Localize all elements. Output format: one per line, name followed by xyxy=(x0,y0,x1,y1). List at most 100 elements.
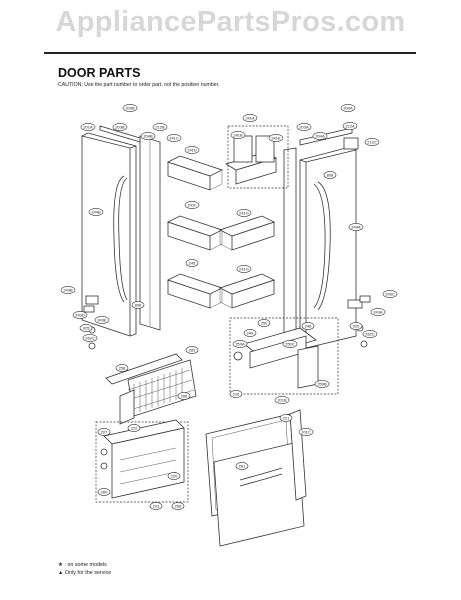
svg-text:261: 261 xyxy=(239,463,246,468)
svg-text:201B: 201B xyxy=(277,397,287,402)
caution-note: CAUTION: Use the part number to order pa… xyxy=(58,82,220,88)
ice-tray-assembly xyxy=(233,327,319,389)
legend-notes: ★ : on some models ▲ Only for the servic… xyxy=(58,561,111,577)
svg-text:258: 258 xyxy=(119,365,126,370)
callout-250b: 250B xyxy=(314,380,330,388)
ice-tray-assembly-box xyxy=(229,317,339,395)
svg-text:268: 268 xyxy=(175,503,182,508)
callout-241d: 241D xyxy=(184,146,200,154)
callout-243a: 243A xyxy=(370,308,386,316)
callout-206: 206 xyxy=(177,392,191,400)
freezer-drawer-door xyxy=(205,409,307,547)
svg-text:925: 925 xyxy=(83,325,90,330)
callout-244b: 244B xyxy=(88,208,104,216)
callout-250c: 250C xyxy=(282,340,298,348)
svg-text:243C: 243C xyxy=(385,291,395,296)
callout-258: 258 xyxy=(115,364,129,372)
svg-text:248: 248 xyxy=(305,323,312,328)
note-service-only: ▲ Only for the service xyxy=(58,570,112,576)
svg-text:241G: 241G xyxy=(239,210,249,215)
callout-200b: 200B xyxy=(122,104,138,112)
callout-260: 260 xyxy=(97,488,111,496)
svg-text:241E: 241E xyxy=(271,135,281,140)
callout-250a: 250A xyxy=(232,340,248,348)
callout-262c-right: 262C xyxy=(362,330,378,338)
callout-241g: 241G xyxy=(236,209,252,217)
svg-text:201A: 201A xyxy=(83,124,93,129)
svg-text:241A: 241A xyxy=(245,115,255,120)
callout-221: 221 xyxy=(279,414,293,422)
page-title: DOOR PARTS xyxy=(58,66,141,80)
callout-249: 249 xyxy=(243,329,257,337)
callout-243c: 243C xyxy=(382,290,398,298)
callout-243d: 243D xyxy=(72,311,88,319)
svg-text:250C: 250C xyxy=(285,341,295,346)
callout-925-right: 925 xyxy=(349,322,363,330)
callout-241c: 241C xyxy=(166,134,182,142)
header-rule xyxy=(44,52,416,54)
svg-text:241C: 241C xyxy=(169,135,179,140)
svg-text:925: 925 xyxy=(353,323,360,328)
callout-241g-lower: 241G xyxy=(236,265,252,273)
callout-220: 220 xyxy=(167,472,181,480)
callout-244a: 244A xyxy=(348,223,364,231)
callout-207: 207 xyxy=(97,428,111,436)
svg-text:283: 283 xyxy=(189,347,196,352)
svg-text:216: 216 xyxy=(233,391,240,396)
callout-200a: 200A xyxy=(340,104,356,112)
callout-203a: 203A xyxy=(296,123,312,131)
svg-text:200A: 200A xyxy=(343,105,353,110)
callout-241f: 241F xyxy=(184,201,200,209)
callout-808-left: 808 xyxy=(131,301,145,309)
svg-text:200B: 200B xyxy=(125,105,135,110)
svg-text:241B: 241B xyxy=(233,132,243,137)
svg-text:241F: 241F xyxy=(187,202,197,207)
left-door-bins xyxy=(166,155,224,309)
svg-text:243E: 243E xyxy=(97,317,107,322)
callout-925-left: 925 xyxy=(79,324,93,332)
svg-text:243A: 243A xyxy=(373,309,383,314)
callout-243b: 243B xyxy=(60,286,76,294)
callout-283: 283 xyxy=(185,346,199,354)
svg-text:244A: 244A xyxy=(351,224,361,229)
callout-212c: 212C xyxy=(364,138,380,146)
svg-text:262C: 262C xyxy=(365,331,375,336)
callout-212a: 212A xyxy=(342,122,358,130)
drawer-assembly-box xyxy=(95,421,189,503)
callout-250: 250 xyxy=(257,319,271,327)
callout-223: 223 xyxy=(149,502,163,510)
callout-222: 222 xyxy=(127,424,141,432)
callout-201c: 201C xyxy=(298,428,314,436)
callout-216: 216 xyxy=(229,390,243,398)
hinges xyxy=(83,295,371,350)
svg-text:260: 260 xyxy=(101,489,108,494)
callout-241a: 241A xyxy=(242,114,258,122)
svg-text:221: 221 xyxy=(283,415,290,420)
svg-text:244B: 244B xyxy=(91,209,101,214)
svg-text:808: 808 xyxy=(327,172,334,177)
svg-text:212B: 212B xyxy=(155,124,165,129)
svg-text:808: 808 xyxy=(135,302,142,307)
callout-262c-left: 262C xyxy=(82,334,98,342)
callout-268: 268 xyxy=(171,502,185,510)
svg-text:250A: 250A xyxy=(235,341,245,346)
svg-text:241G: 241G xyxy=(239,266,249,271)
callout-204b: 204B xyxy=(140,132,156,140)
callout-201a: 201A xyxy=(80,123,96,131)
svg-text:243B: 243B xyxy=(63,287,73,292)
svg-text:212A: 212A xyxy=(345,123,355,128)
callout-241e: 241E xyxy=(268,134,284,142)
callout-248: 248 xyxy=(301,322,315,330)
svg-text:243D: 243D xyxy=(75,312,85,317)
svg-text:203B: 203B xyxy=(115,124,125,129)
svg-text:241D: 241D xyxy=(187,147,197,152)
watermark: AppliancePartsPros.com xyxy=(55,6,406,38)
callout-261: 261 xyxy=(235,462,249,470)
callout-203b: 203B xyxy=(112,123,128,131)
svg-text:250B: 250B xyxy=(317,381,327,386)
svg-text:222: 222 xyxy=(131,425,138,430)
svg-text:250: 250 xyxy=(261,320,268,325)
svg-text:201C: 201C xyxy=(301,429,311,434)
callout-241b: 241B xyxy=(230,131,246,139)
